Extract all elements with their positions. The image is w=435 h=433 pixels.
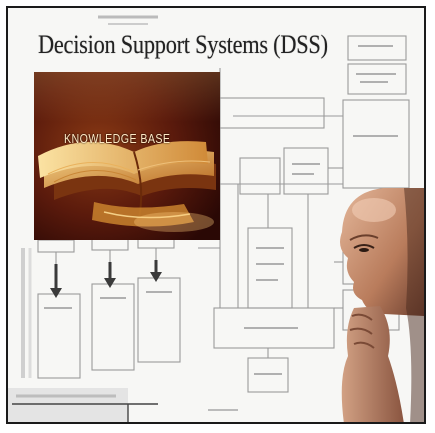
slide-title: Decision Support Systems (DSS): [38, 30, 328, 59]
thinking-person-icon: [340, 188, 424, 422]
slide-frame: Decision Support Systems (DSS): [6, 6, 426, 424]
down-arrow-icon: [50, 260, 162, 298]
open-book-icon: [34, 72, 220, 240]
knowledge-base-label: KNOWLEDGE BASE: [64, 131, 171, 146]
